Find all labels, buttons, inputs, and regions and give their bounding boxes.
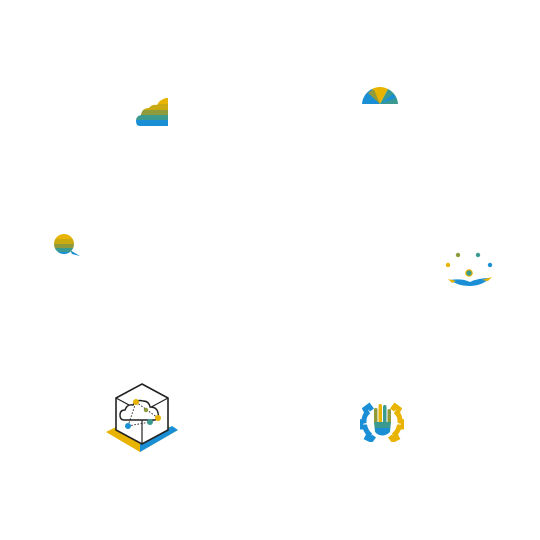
half-gauge-icon	[362, 87, 398, 104]
gear-hand-icon	[360, 402, 404, 442]
chat-bubble-icon	[54, 234, 80, 256]
juggling-hand-icon	[445, 252, 493, 286]
cloud-icon	[136, 98, 168, 126]
cloud-cube-icon	[106, 383, 178, 452]
